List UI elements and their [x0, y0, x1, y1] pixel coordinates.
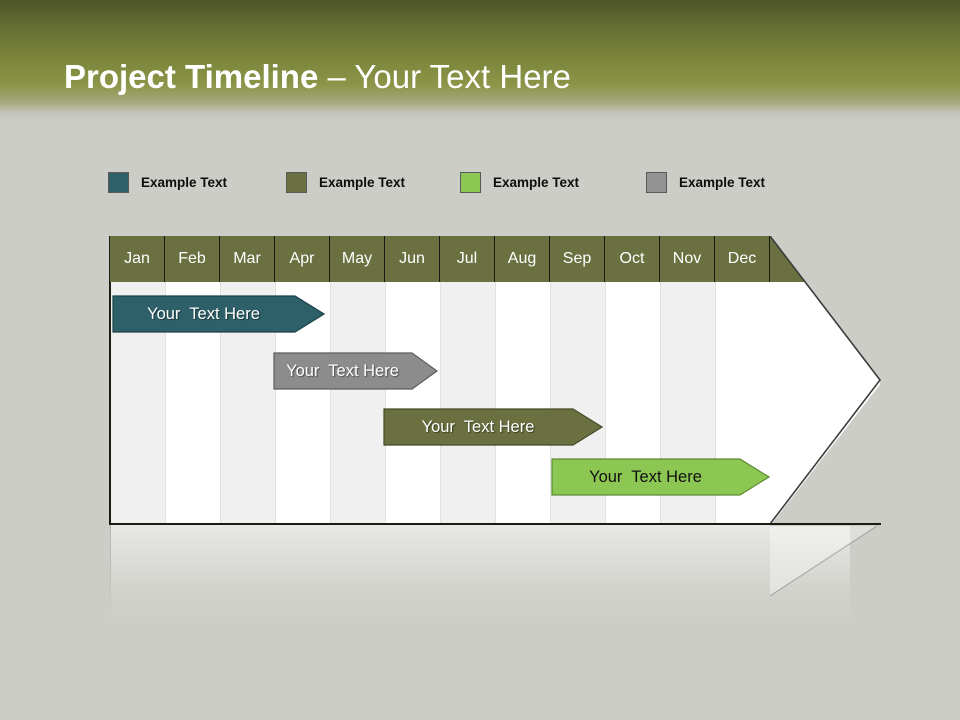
legend-swatch-icon — [646, 171, 667, 193]
month-header-jun[interactable]: Jun — [385, 236, 440, 282]
grid-bottom-border — [109, 523, 881, 525]
task-bar-1[interactable]: Your Text Here — [112, 295, 325, 333]
legend-label: Example Text — [319, 174, 406, 190]
column-separator — [165, 282, 166, 524]
month-header-jul[interactable]: Jul — [440, 236, 495, 282]
legend-swatch-icon — [460, 171, 481, 193]
month-header-sep[interactable]: Sep — [550, 236, 605, 282]
legend-swatch-icon — [286, 171, 307, 193]
month-header-oct[interactable]: Oct — [605, 236, 660, 282]
month-column-jul — [440, 236, 495, 524]
legend-item-4[interactable]: Example Text — [646, 170, 765, 194]
header-strip-extension — [770, 236, 880, 282]
legend-label: Example Text — [493, 174, 580, 190]
grid-left-border — [109, 236, 111, 524]
task-bar-shape — [273, 352, 438, 390]
page-title-bold: Project Timeline — [64, 58, 319, 95]
body-strip-extension — [770, 282, 880, 524]
month-header-dec[interactable]: Dec — [715, 236, 770, 282]
column-separator — [275, 282, 276, 524]
month-header-mar[interactable]: Mar — [220, 236, 275, 282]
month-header-may[interactable]: May — [330, 236, 385, 282]
month-header-jan[interactable]: Jan — [110, 236, 165, 282]
task-bar-shape — [383, 408, 603, 446]
chart-reflection-edge — [110, 524, 111, 619]
page-title-rest: – Your Text Here — [318, 58, 571, 95]
legend-item-2[interactable]: Example Text — [286, 170, 405, 194]
month-header-nov[interactable]: Nov — [660, 236, 715, 282]
task-bar-3[interactable]: Your Text Here — [383, 408, 603, 446]
month-header-apr[interactable]: Apr — [275, 236, 330, 282]
column-separator — [715, 282, 716, 524]
task-bar-shape — [551, 458, 770, 496]
chart-reflection-arrow — [770, 524, 880, 596]
column-separator — [440, 282, 441, 524]
column-separator — [385, 282, 386, 524]
reflection-arrow-shape — [770, 524, 880, 596]
header-band: Project Timeline – Your Text Here — [0, 0, 960, 120]
page-title: Project Timeline – Your Text Here — [64, 58, 571, 96]
month-column-aug — [495, 236, 550, 524]
task-bar-4[interactable]: Your Text Here — [551, 458, 770, 496]
column-separator — [495, 282, 496, 524]
month-header-aug[interactable]: Aug — [495, 236, 550, 282]
column-separator — [660, 282, 661, 524]
column-separator — [550, 282, 551, 524]
month-column-mar — [220, 236, 275, 524]
legend-label: Example Text — [679, 174, 766, 190]
legend-label: Example Text — [141, 174, 228, 190]
month-column-feb — [165, 236, 220, 524]
task-bar-2[interactable]: Your Text Here — [273, 352, 438, 390]
chart-reflection — [110, 524, 850, 624]
legend-item-1[interactable]: Example Text — [108, 170, 227, 194]
legend: Example Text Example Text Example Text Exam… — [108, 170, 868, 194]
task-bar-shape — [112, 295, 325, 333]
column-separator — [605, 282, 606, 524]
legend-item-3[interactable]: Example Text — [460, 170, 579, 194]
column-separator — [330, 282, 331, 524]
legend-swatch-icon — [108, 171, 129, 193]
month-header-feb[interactable]: Feb — [165, 236, 220, 282]
column-separator — [220, 282, 221, 524]
month-column-jan — [110, 236, 165, 524]
